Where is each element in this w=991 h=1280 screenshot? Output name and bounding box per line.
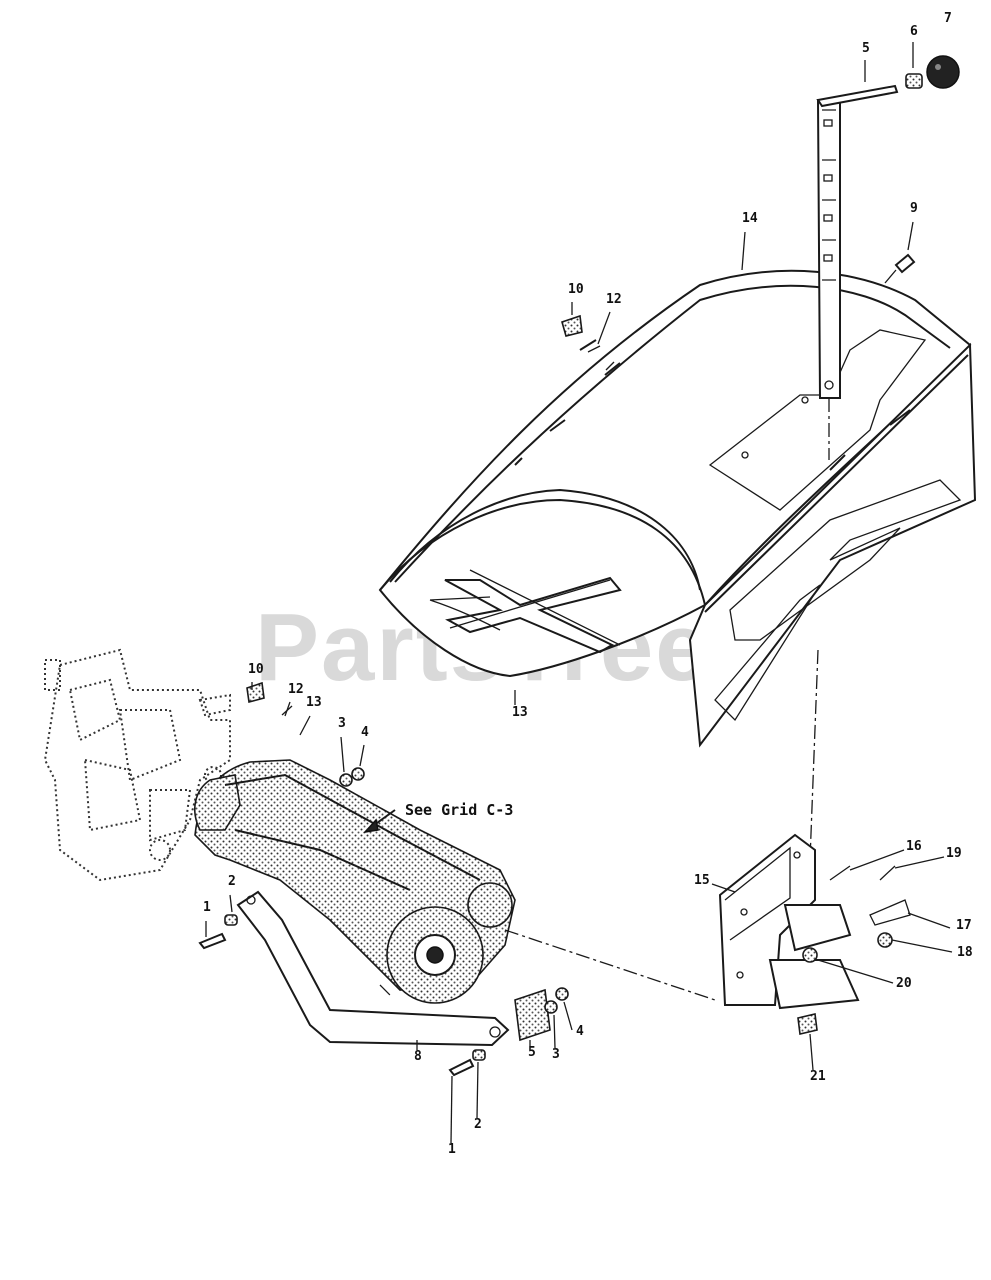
depth-bar <box>809 55 960 861</box>
part-callout-2: 2 <box>228 874 236 889</box>
tine-bar <box>236 890 510 1047</box>
part-callout-13: 13 <box>512 705 528 720</box>
part-callout-17: 17 <box>956 918 972 933</box>
part-callout-10: 10 <box>568 282 584 297</box>
part-callout-21: 21 <box>810 1069 826 1084</box>
part-callout-16: 16 <box>906 839 922 854</box>
depth-bracket <box>504 833 911 1035</box>
see-grid-note: See Grid C-3 <box>405 801 513 819</box>
part-callout-2: 2 <box>474 1117 482 1132</box>
part-callout-19: 19 <box>946 846 962 861</box>
tine-transmission <box>194 759 516 1004</box>
part-callout-7: 7 <box>944 11 952 26</box>
part-callout-6: 6 <box>910 24 918 39</box>
part-callout-1: 1 <box>448 1142 456 1157</box>
part-callout-15: 15 <box>694 873 710 888</box>
part-callout-13: 13 <box>306 695 322 710</box>
part-callout-20: 20 <box>896 976 912 991</box>
part-callout-5: 5 <box>862 41 870 56</box>
part-callout-4: 4 <box>576 1024 584 1039</box>
part-callout-14: 14 <box>742 211 758 226</box>
tiller-frame <box>43 648 231 882</box>
part-callout-10: 10 <box>248 662 264 677</box>
part-callout-12: 12 <box>606 292 622 307</box>
part-callout-3: 3 <box>338 716 346 731</box>
part-callout-9: 9 <box>910 201 918 216</box>
arm-fasteners <box>198 681 569 1077</box>
part-callout-3: 3 <box>552 1047 560 1062</box>
part-callout-4: 4 <box>361 725 369 740</box>
part-callout-12: 12 <box>288 682 304 697</box>
part-callout-1: 1 <box>203 900 211 915</box>
part-callout-8: 8 <box>414 1049 422 1064</box>
hood-fasteners <box>561 253 916 371</box>
part-callout-5: 5 <box>528 1045 536 1060</box>
callout-leaders <box>205 42 953 1144</box>
part-callout-18: 18 <box>957 945 973 960</box>
